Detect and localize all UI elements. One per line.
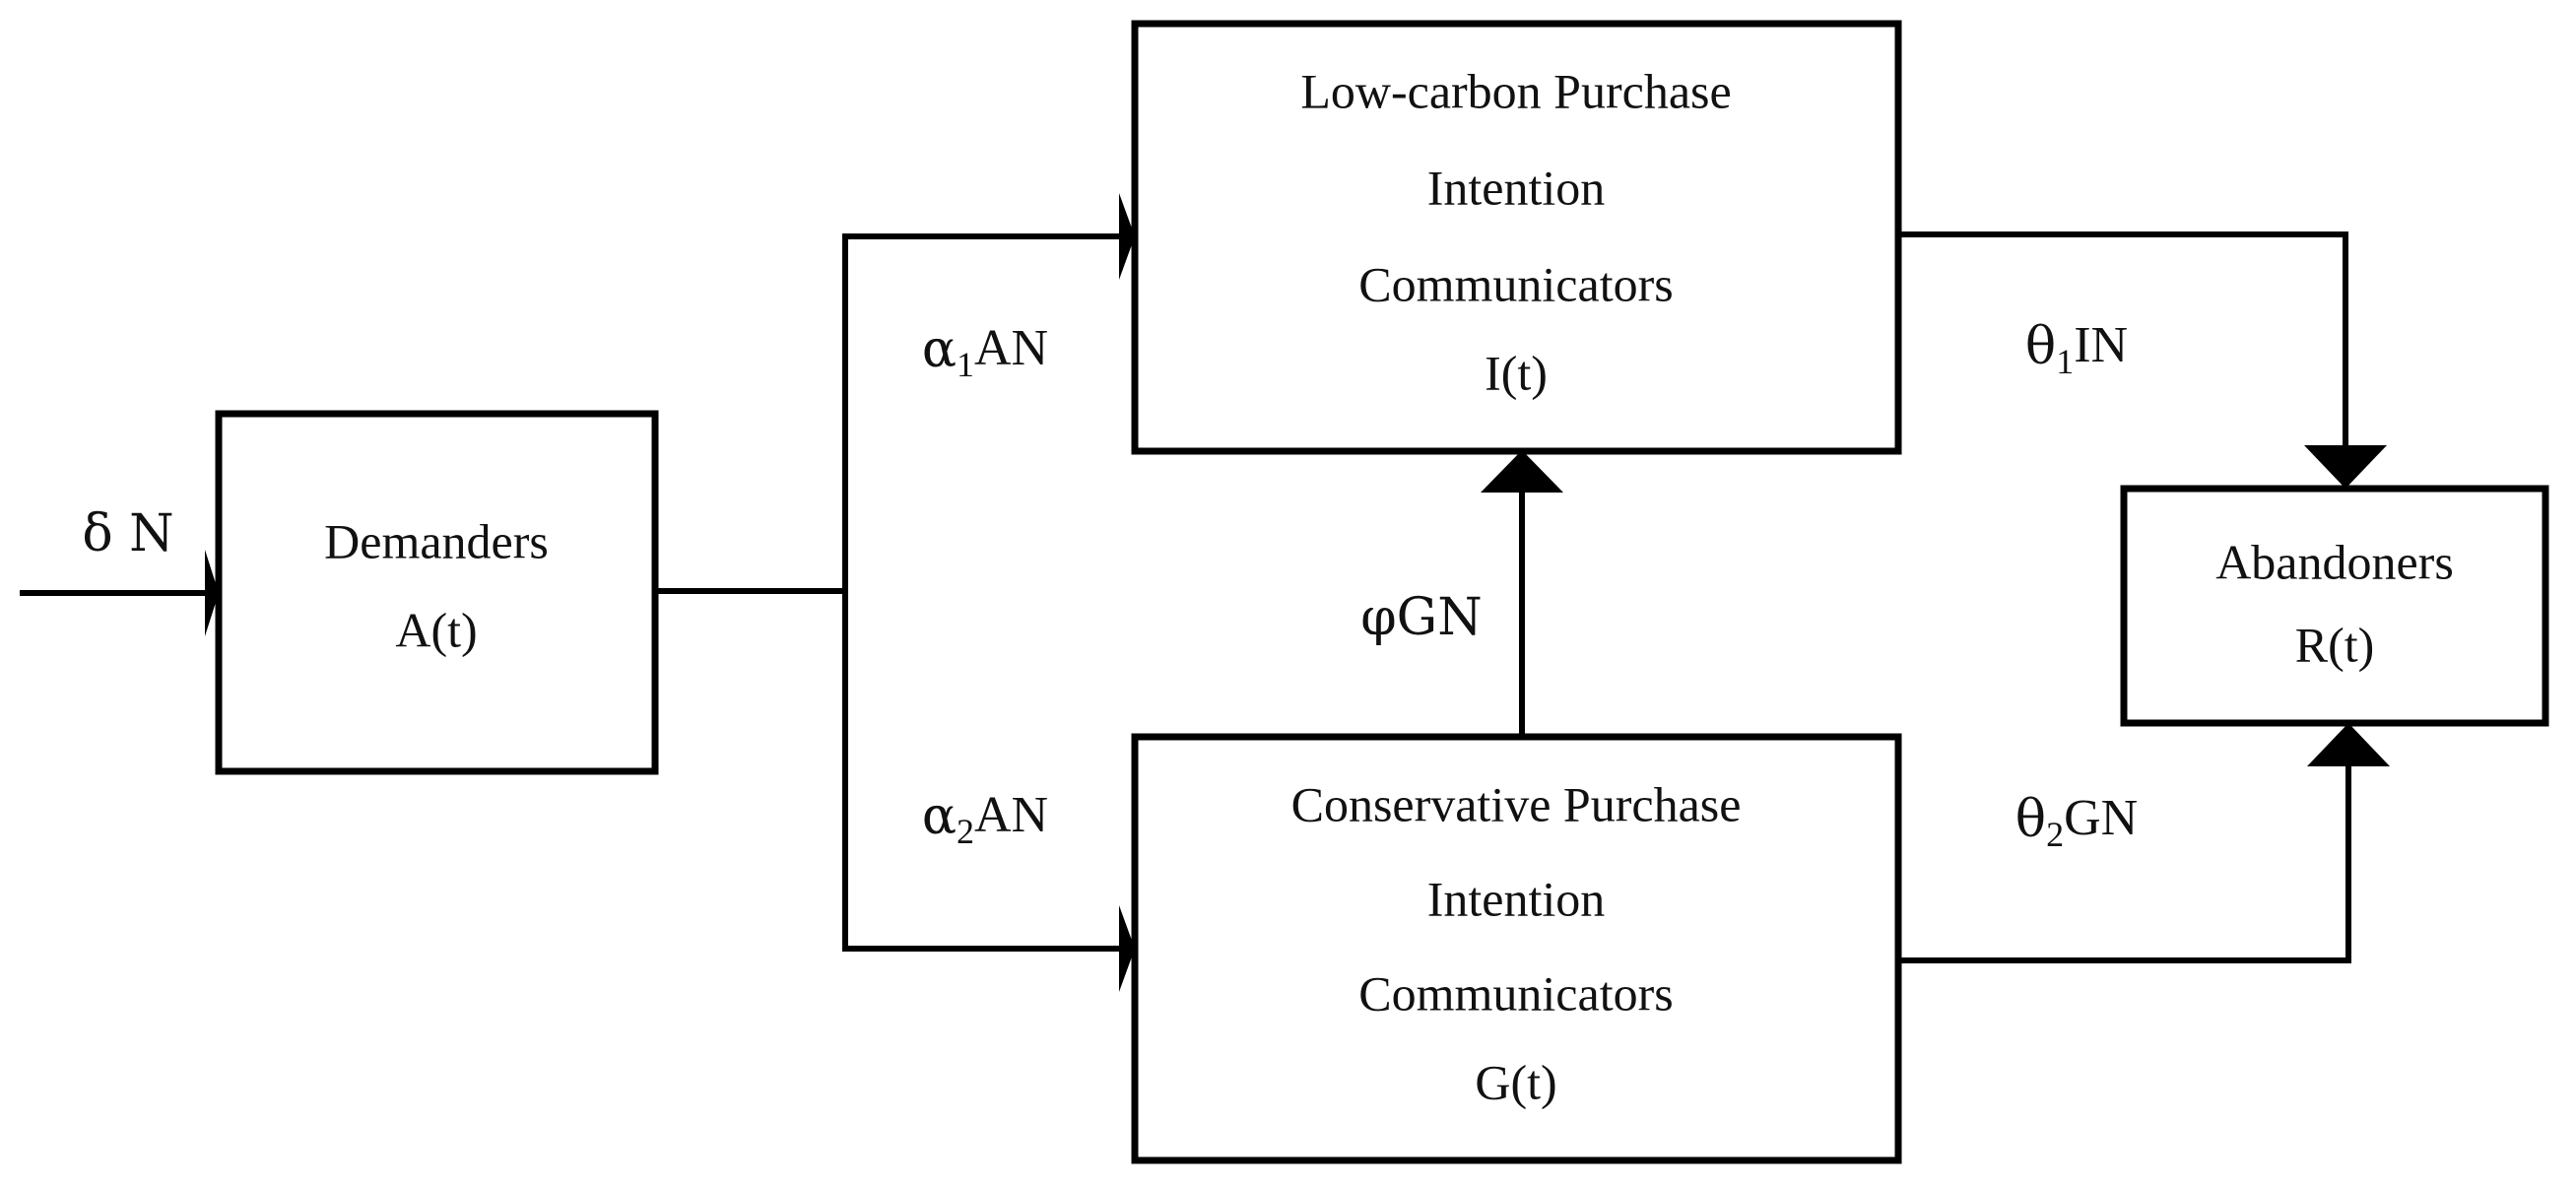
edge-a1-line <box>842 233 1119 594</box>
edge-theta1-line <box>1893 231 2348 445</box>
edge-label-theta2-base: θ <box>2015 790 2046 849</box>
node-low-carbon-line3: Communicators <box>1358 256 1673 311</box>
node-abandoners-line2: R(t) <box>2295 617 2375 672</box>
edge-label-phi-text: φGN <box>1360 588 1482 647</box>
edge-label-a1: α1AN <box>922 320 1048 385</box>
edge-label-theta1: θ1IN <box>2025 317 2128 382</box>
edge-label-theta1-tail: IN <box>2074 317 2128 373</box>
edge-label-a2-sub: 2 <box>957 812 974 851</box>
edge-label-inflow: δ N <box>82 504 173 563</box>
edge-label-a2-tail: AN <box>974 787 1048 843</box>
edge-phi <box>1481 450 1563 737</box>
node-demanders-line2: A(t) <box>395 602 477 657</box>
node-demanders[interactable]: Demanders A(t) <box>215 410 659 775</box>
edge-label-a2-base: α <box>922 787 957 846</box>
edge-label-a2: α2AN <box>922 787 1048 852</box>
edge-a2 <box>842 588 1135 992</box>
node-low-carbon-rect[interactable] <box>1131 20 1902 455</box>
edge-label-theta2-sub: 2 <box>2046 815 2064 854</box>
node-conservative-rect[interactable] <box>1131 733 1902 1164</box>
node-demanders-rect[interactable] <box>215 410 659 775</box>
edge-label-phi: φGN <box>1360 588 1482 647</box>
edge-a2-arrowhead <box>1119 905 1135 992</box>
edge-a2-line <box>842 588 1119 952</box>
edge-theta1-arrowhead <box>2304 445 2387 489</box>
node-abandoners-rect[interactable] <box>2120 485 2549 727</box>
edge-inflow-arrowhead <box>205 550 219 636</box>
node-conservative-line1: Conservative Purchase <box>1291 776 1742 831</box>
edge-label-a1-base: α <box>922 320 957 379</box>
node-low-carbon-line2: Intention <box>1427 160 1606 215</box>
node-conservative-line2: Intention <box>1427 871 1606 926</box>
edge-label-inflow-text: δ N <box>82 504 173 563</box>
edge-theta1 <box>1893 231 2387 489</box>
node-abandoners[interactable]: Abandoners R(t) <box>2120 485 2549 727</box>
node-low-carbon-line1: Low-carbon Purchase <box>1300 63 1731 118</box>
node-abandoners-line1: Abandoners <box>2215 534 2454 589</box>
edge-a1-arrowhead <box>1119 193 1135 280</box>
edge-phi-arrowhead <box>1481 450 1563 493</box>
edge-theta2-arrowhead <box>2307 723 2390 766</box>
node-conservative-line4: G(t) <box>1475 1054 1556 1109</box>
edge-label-a1-sub: 1 <box>957 345 974 384</box>
edge-label-theta2-tail: GN <box>2064 790 2138 846</box>
node-conservative-line3: Communicators <box>1358 965 1673 1021</box>
edge-label-theta2: θ2GN <box>2015 790 2138 855</box>
edge-theta2 <box>1893 723 2390 963</box>
node-low-carbon-communicators[interactable]: Low-carbon Purchase Intention Communicat… <box>1131 20 1902 455</box>
node-demanders-line1: Demanders <box>324 513 549 568</box>
edge-a1 <box>842 193 1135 594</box>
node-low-carbon-line4: I(t) <box>1485 345 1548 400</box>
edge-theta2-line <box>1893 766 2351 963</box>
edge-label-theta1-base: θ <box>2025 317 2056 376</box>
edge-inflow <box>20 550 219 636</box>
edge-label-theta1-sub: 1 <box>2056 342 2074 381</box>
node-conservative-communicators[interactable]: Conservative Purchase Intention Communic… <box>1131 733 1902 1164</box>
edge-label-a1-tail: AN <box>974 320 1048 376</box>
